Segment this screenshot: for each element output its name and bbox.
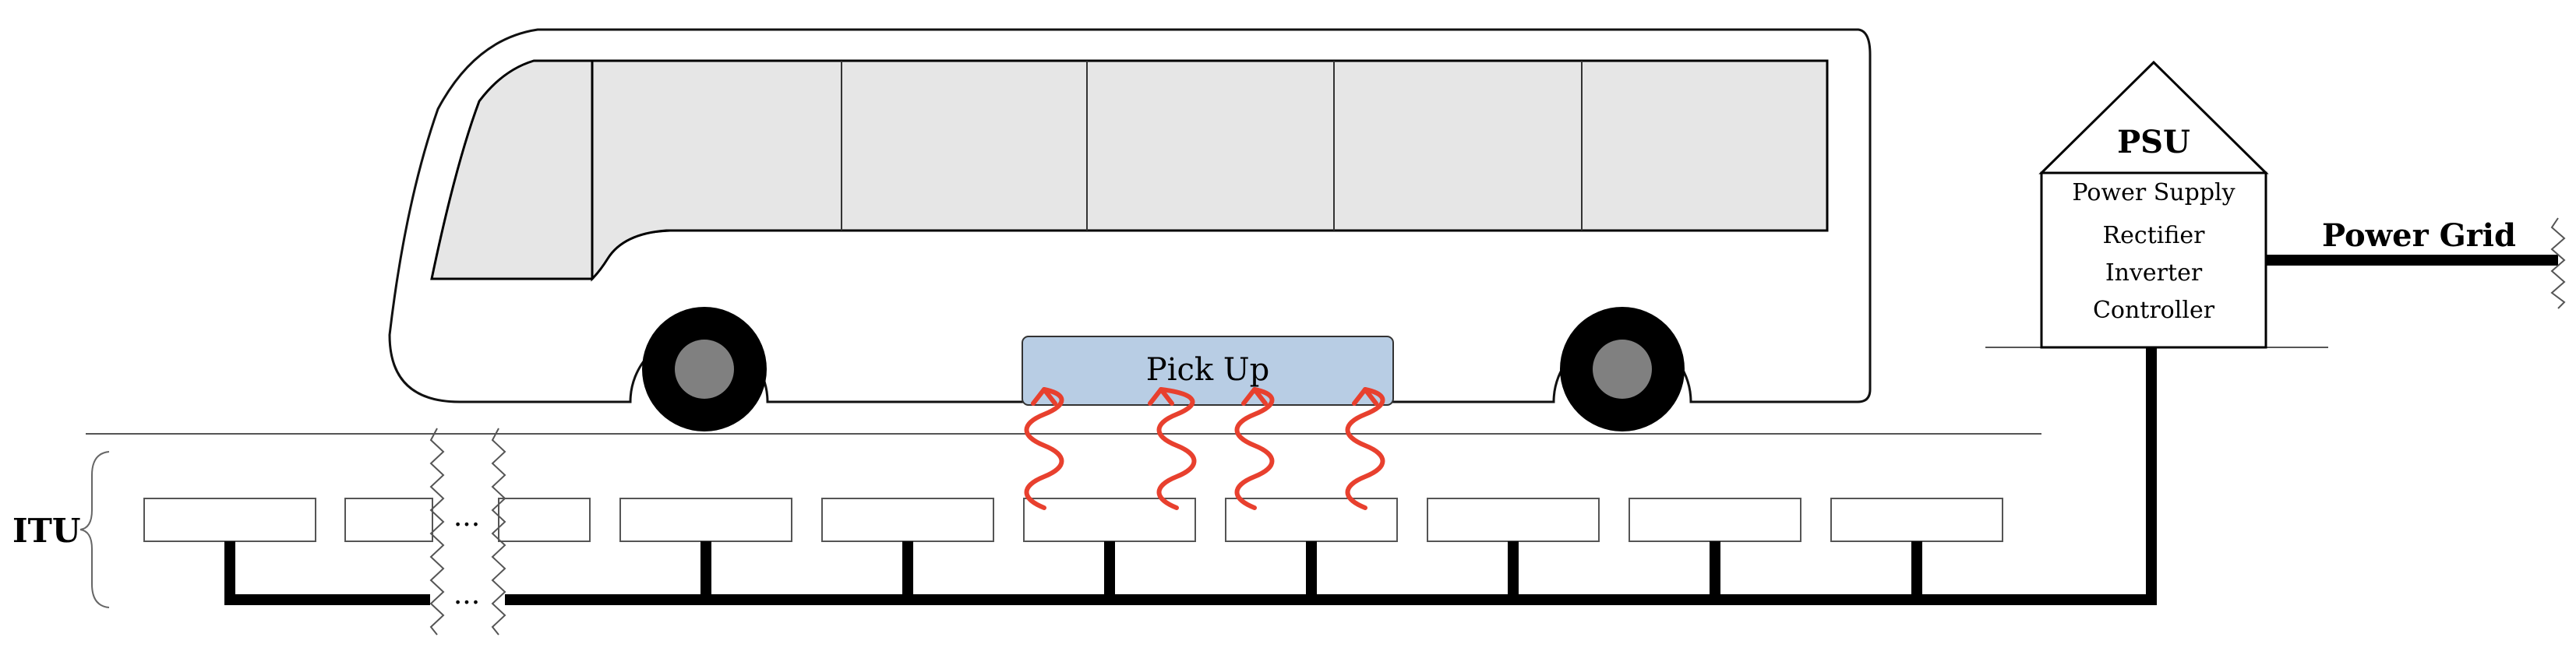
ellipsis-bottom: ... (453, 579, 480, 611)
wheel-icon (642, 307, 767, 431)
itu-brace (79, 451, 110, 608)
itu-coil (143, 498, 316, 542)
psu-line-inverter: Inverter (2105, 259, 2203, 287)
itu-coil (344, 498, 433, 542)
power-cable (224, 255, 2558, 605)
psu: PSU Power Supply Rectifier Inverter Cont… (1985, 60, 2328, 349)
bus-side-windows (591, 59, 1829, 282)
psu-title: PSU (2117, 124, 2190, 160)
itu-coil (619, 498, 792, 542)
itu-coils (143, 498, 2003, 542)
itu-label: ITU (12, 512, 81, 550)
pickup-label: Pick Up (1146, 352, 1269, 388)
zigzag-break-icon (429, 428, 445, 636)
bus (388, 28, 1872, 431)
psu-body (2040, 171, 2267, 349)
induction-wave-arrow-icon (1024, 387, 1064, 510)
power-grid-label: Power Grid (2322, 217, 2516, 254)
induction-wave-arrow-icon (1345, 387, 1385, 510)
itu-coil (1830, 498, 2003, 542)
itu-coil (821, 498, 994, 542)
zigzag-break-icon (491, 428, 506, 636)
pickup-box (1022, 336, 1394, 406)
zigzag-break-icon (2550, 217, 2566, 309)
induction-wave-arrow-icon (1148, 387, 1197, 510)
psu-line-power-supply: Power Supply (2072, 179, 2235, 206)
wheel-icon (1560, 307, 1685, 431)
induction-waves (1024, 387, 1385, 510)
itu-coil (1427, 498, 1600, 542)
psu-line-rectifier: Rectifier (2103, 222, 2206, 249)
ellipsis-top: ... (453, 501, 480, 533)
induction-wave-arrow-icon (1234, 387, 1275, 510)
itu-coil (1629, 498, 1801, 542)
psu-line-controller: Controller (2093, 297, 2215, 324)
itu-coil (498, 498, 591, 542)
